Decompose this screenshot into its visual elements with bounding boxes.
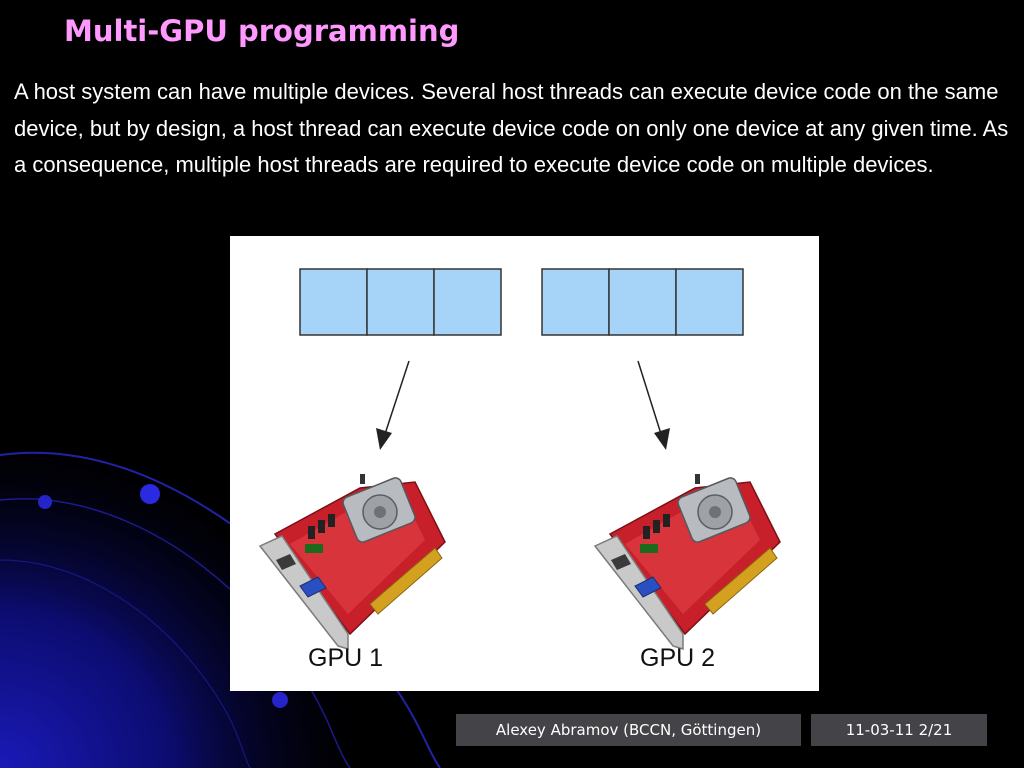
background-swoosh xyxy=(0,559,251,768)
gpu-card-1-image xyxy=(259,473,446,650)
arrow-to-gpu-1 xyxy=(376,360,410,450)
slide-body-text: A host system can have multiple devices.… xyxy=(14,79,1009,177)
thread-cell xyxy=(433,268,502,336)
footer-author: Alexey Abramov (BCCN, Göttingen) xyxy=(456,714,801,746)
thread-cell xyxy=(675,268,744,336)
thread-cell xyxy=(608,268,677,336)
thread-cell xyxy=(299,268,368,336)
gpu-label-1: GPU 1 xyxy=(308,644,383,672)
gpu-card-2-image xyxy=(594,473,781,650)
host-thread-block-1 xyxy=(299,268,502,336)
thread-cell xyxy=(541,268,610,336)
gpu-label-2: GPU 2 xyxy=(640,644,715,672)
thread-cell xyxy=(366,268,435,336)
host-thread-block-2 xyxy=(541,268,744,336)
background-dot xyxy=(38,495,52,509)
background-dot xyxy=(272,692,288,708)
slide-title: Multi-GPU programming xyxy=(64,14,460,48)
arrow-to-gpu-2 xyxy=(637,360,670,450)
multi-gpu-diagram: GPU 1 GPU 2 xyxy=(230,236,819,691)
footer-date-page: 11-03-11 2/21 xyxy=(811,714,987,746)
background-dot xyxy=(140,484,160,504)
